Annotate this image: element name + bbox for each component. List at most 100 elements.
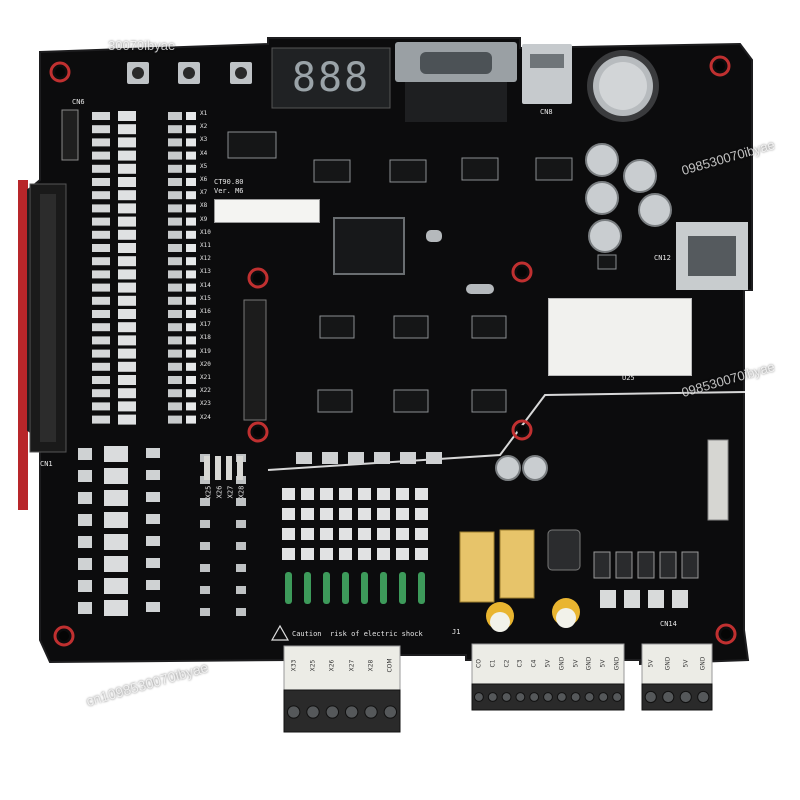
- led-indicator: [92, 362, 110, 371]
- main-mcu: [333, 217, 405, 275]
- terminal-screw: [662, 690, 675, 704]
- smd-component: [78, 492, 92, 504]
- usb-connector: [522, 44, 572, 104]
- smd-component: [415, 528, 428, 540]
- smd-component: [236, 498, 246, 506]
- smd-component: [168, 257, 182, 266]
- smd-component: [168, 376, 182, 384]
- led-indicator: [186, 323, 196, 332]
- led-indicator: [92, 125, 110, 134]
- resistor-array: [118, 190, 136, 201]
- resistor-array: [118, 163, 136, 174]
- resistor-array: [118, 348, 136, 359]
- terminal-screw: [515, 692, 526, 702]
- smd-component: [168, 336, 182, 345]
- led-indicator: [186, 191, 196, 200]
- resistor: [304, 572, 311, 604]
- resistor: [418, 572, 425, 604]
- silk-input-label: X10: [200, 228, 211, 236]
- silk-x-label: X25: [204, 485, 213, 499]
- terminal-screw: [529, 692, 540, 702]
- resistor-array: [118, 322, 136, 333]
- terminal-label: 5V: [682, 659, 690, 668]
- smd-component: [168, 178, 182, 186]
- smd-component: [377, 528, 390, 540]
- silk-input-label: X20: [200, 360, 211, 368]
- trimmer: [226, 456, 232, 480]
- terminal-label: GND: [585, 656, 593, 671]
- optocoupler: [104, 468, 128, 484]
- smd-component: [168, 138, 182, 147]
- header-cn6: [61, 109, 79, 161]
- output-driver-section: [282, 452, 699, 608]
- led-indicator: [92, 112, 110, 120]
- smd-component: [168, 349, 182, 358]
- led-indicator: [186, 283, 196, 292]
- silk-ct90: CT90.80: [214, 178, 244, 186]
- smd-component: [236, 564, 246, 572]
- smd-component: [78, 470, 92, 482]
- resistor-array: [118, 137, 136, 148]
- terminal-screw: [543, 692, 553, 702]
- push-buttons: [127, 62, 252, 84]
- silk-caution: Caution: [292, 630, 322, 638]
- led-indicator: [92, 204, 110, 213]
- mounting-holes: [49, 55, 737, 647]
- led-indicator: [186, 230, 196, 239]
- trimmer: [204, 456, 210, 480]
- smd-component: [168, 164, 182, 173]
- optocoupler: [104, 534, 128, 550]
- led-indicator: [92, 336, 110, 345]
- smd-component: [282, 528, 295, 540]
- smd-component: [320, 548, 333, 560]
- smd-component: [301, 508, 314, 520]
- smd-component: [236, 542, 246, 550]
- smd-component: [168, 270, 182, 279]
- terminal-block-left: [283, 645, 401, 733]
- resistor-array: [118, 375, 136, 385]
- ribbon-header-cn1: [29, 183, 67, 453]
- smd-component: [358, 488, 371, 500]
- rj45-jack: [676, 222, 748, 290]
- led-indicator: [92, 415, 110, 424]
- smd-component: [396, 528, 409, 540]
- terminal-label: X33: [290, 659, 298, 672]
- terminal-screws: [286, 690, 710, 719]
- smd-component: [236, 608, 246, 616]
- crystal: [466, 284, 494, 294]
- led-indicator: [92, 164, 110, 173]
- resistor: [323, 572, 330, 604]
- smd-component: [168, 244, 182, 252]
- coin-cell-battery: [587, 50, 659, 122]
- relays: [459, 529, 535, 603]
- silk-ver: Ver. M6: [214, 187, 244, 195]
- terminal-label: 5V: [647, 659, 655, 668]
- resistor-array: [118, 111, 136, 121]
- silk-input-label: X22: [200, 387, 211, 395]
- terminal-label: CO: [475, 659, 483, 668]
- resistor-array: [118, 309, 136, 319]
- smd-component: [396, 548, 409, 560]
- terminal-label: C3: [516, 659, 524, 668]
- resistor-array: [118, 243, 136, 253]
- smd-component: [339, 548, 352, 560]
- terminal-screw: [556, 692, 567, 702]
- led-indicator: [92, 389, 110, 398]
- resistor-array: [118, 414, 136, 425]
- terminal-label: X26: [328, 659, 336, 672]
- terminal-screw: [584, 692, 595, 702]
- optocoupler: [104, 512, 128, 528]
- silk-input-label: X13: [200, 268, 211, 276]
- terminal-screw: [570, 692, 581, 702]
- resistor-array: [118, 203, 136, 214]
- seven-segment-display: [271, 47, 391, 109]
- smd-component: [415, 508, 428, 520]
- smd-component: [168, 402, 182, 411]
- smd-component: [168, 112, 182, 120]
- smd-component: [600, 590, 616, 608]
- smd-component: [377, 508, 390, 520]
- smd-component: [168, 191, 182, 200]
- smd-component: [200, 542, 210, 550]
- smd-component: [282, 548, 295, 560]
- smd-component: [168, 323, 182, 332]
